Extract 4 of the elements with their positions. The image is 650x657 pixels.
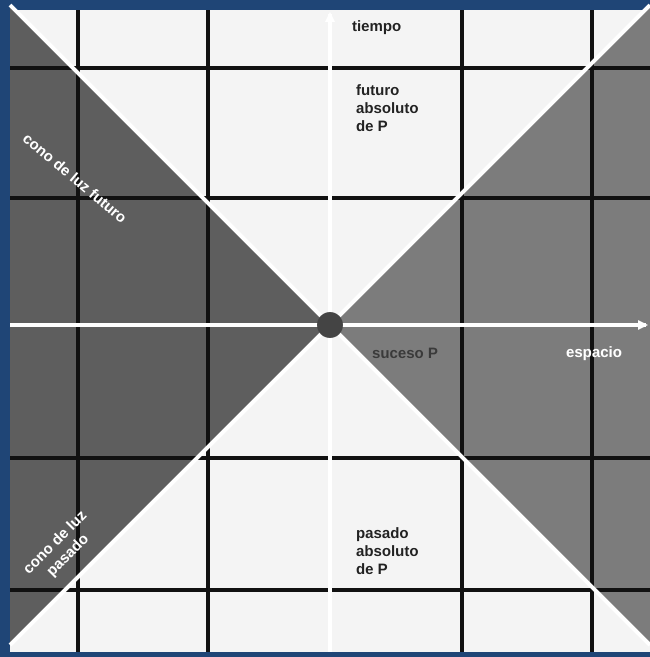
region-label: pasado absoluto de P (356, 525, 420, 579)
axis-label: tiempo (352, 18, 402, 36)
region-label: futuro absoluto de P (356, 82, 420, 136)
event-label: suceso P (372, 345, 439, 363)
